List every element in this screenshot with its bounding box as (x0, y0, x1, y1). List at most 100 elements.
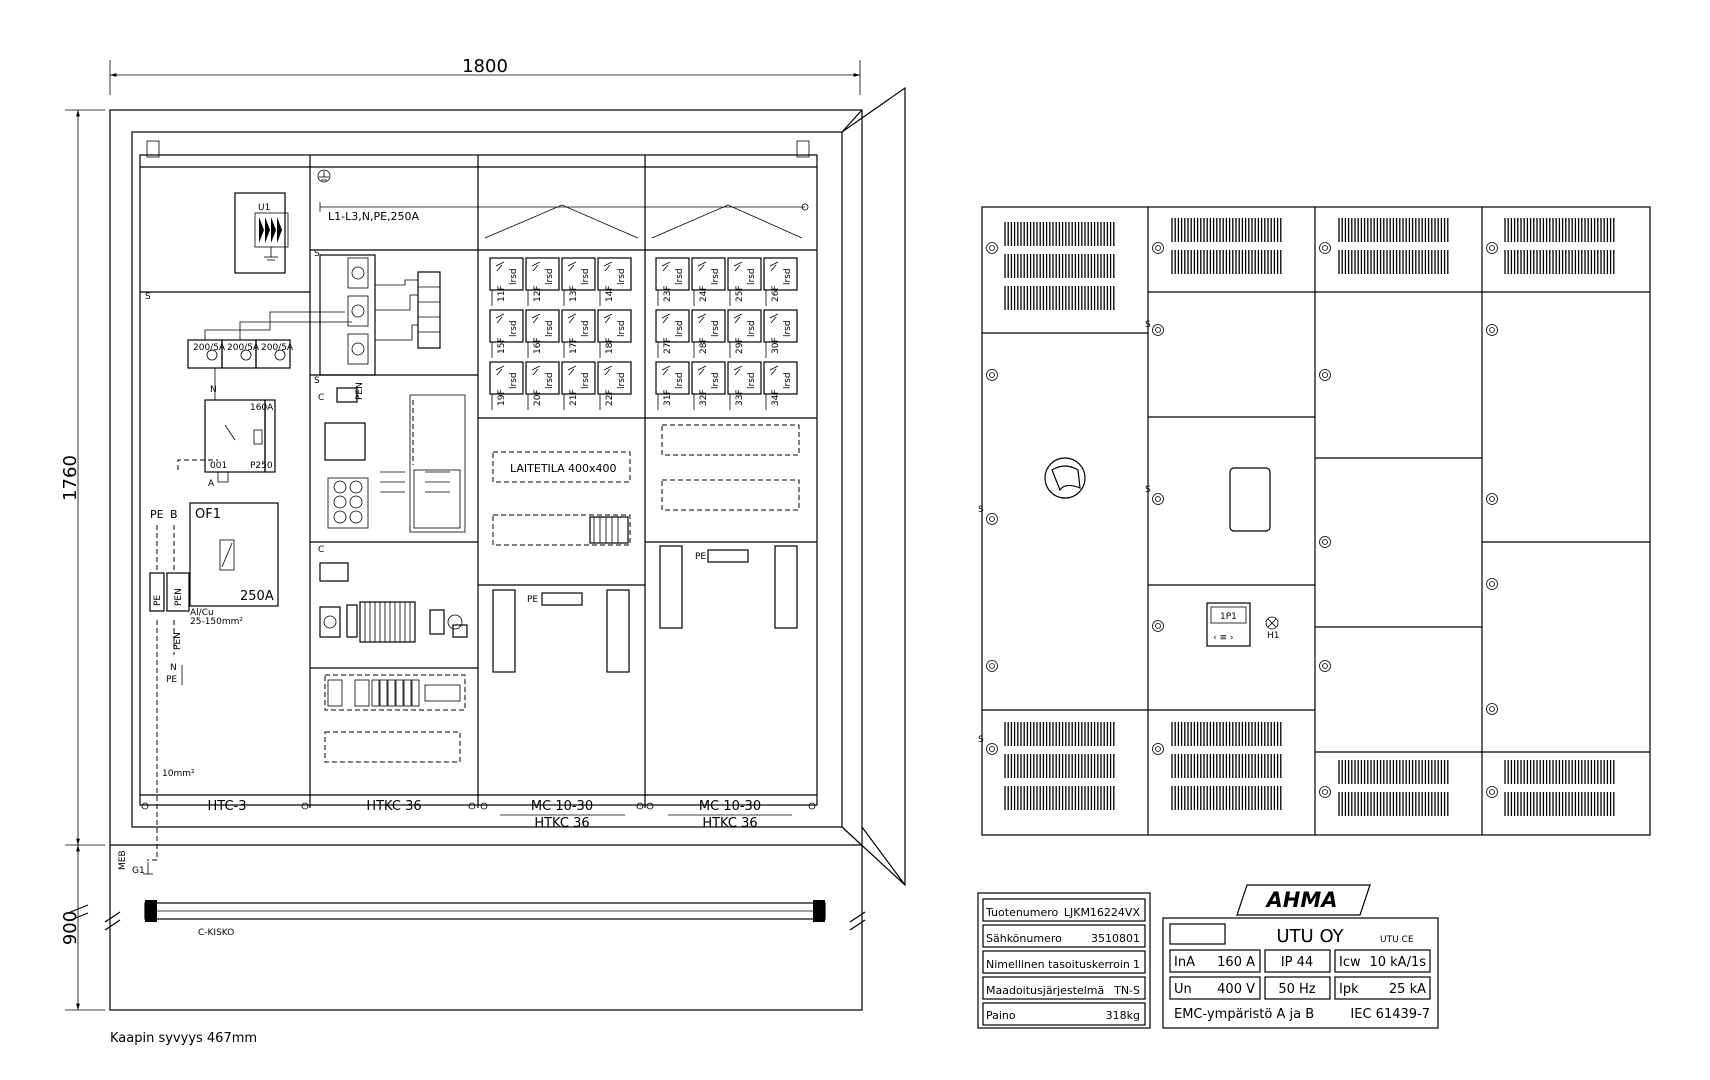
svg-text:B: B (170, 508, 178, 521)
svg-text:200/5A: 200/5A (261, 343, 294, 353)
type-plate: Tuotenumero LJKM16224VX Sähkönumero 3510… (977, 892, 1151, 1029)
fuse-type-label: lrsd (747, 268, 757, 285)
fuse-designation: 27F (663, 337, 673, 354)
meter-1p1: 1P1 ‹ ≡ › H1 (1206, 602, 1280, 647)
fuse-designation: 30F (771, 337, 781, 354)
section-label-3: MC 10-30 (531, 799, 593, 814)
svg-text:PE: PE (153, 595, 163, 606)
svg-text:N: N (210, 385, 217, 395)
icw-label: Icw (1339, 955, 1361, 970)
fuse-designation: 33F (735, 389, 745, 406)
door-lock-icon (1486, 786, 1498, 798)
svg-text:250A: 250A (240, 589, 274, 604)
vent-grill (1504, 760, 1615, 816)
vent-grill (1004, 722, 1115, 810)
door-locks (986, 242, 1498, 798)
fuse-designation: 32F (699, 389, 709, 406)
fuse-designation: 19F (497, 389, 507, 406)
tp-key-4: Paino (986, 1009, 1016, 1022)
door-lock-icon (1152, 242, 1164, 254)
vent-grill (1004, 222, 1115, 310)
vent-grill (1171, 722, 1282, 810)
meb-terminal: MEB G1 (118, 850, 153, 876)
section-labels: HTC-3 HTKC 36 MC 10-30 HTKC 36 MC 10-30 … (141, 799, 816, 831)
brand-badge (1236, 884, 1371, 916)
svg-text:PEN: PEN (355, 382, 365, 400)
fuse-type-label: lrsd (509, 320, 519, 337)
tp-key-0: Tuotenumero (985, 906, 1059, 919)
fuse-designation: 12F (533, 285, 543, 302)
svg-text:160A: 160A (250, 403, 274, 413)
svg-text:S: S (314, 249, 320, 259)
vent-grill (1171, 218, 1282, 274)
emc-environment: EMC-ympäristö A ja B (1174, 1007, 1314, 1022)
column2-middle-equipment: C PEN (318, 382, 466, 533)
fuse-type-label: lrsd (509, 268, 519, 285)
ventilation-grills (1004, 218, 1615, 816)
fuse-type-label: lrsd (783, 268, 793, 285)
fuse-designation: 23F (663, 285, 673, 302)
vent-grill (1504, 218, 1615, 274)
fuse-type-label: lrsd (783, 372, 793, 389)
fuse-designation: 15F (497, 337, 507, 354)
svg-text:MEB: MEB (118, 850, 128, 870)
fuse-type-label: lrsd (711, 268, 721, 285)
svg-text:PEN: PEN (174, 588, 184, 606)
door-lock-icon (1486, 578, 1498, 590)
door-lock-icon (1319, 536, 1331, 548)
vent-grill (1338, 218, 1449, 274)
svg-text:200/5A: 200/5A (227, 343, 260, 353)
tp-key-1: Sähkönumero (986, 932, 1062, 945)
cabinet-depth-note: Kaapin syvyys 467mm (110, 1031, 257, 1046)
door-lock-icon (1319, 660, 1331, 672)
svg-text:G1: G1 (132, 866, 145, 876)
svg-text:001: 001 (210, 461, 227, 471)
ipk-label: Ipk (1339, 982, 1359, 997)
fuse-designation: 21F (569, 389, 579, 406)
fuse-grid-column3: lrsd11Flrsd12Flrsd13Flrsd14Flrsd15Flrsd1… (489, 257, 632, 410)
door-lock-icon (986, 369, 998, 381)
svg-text:S: S (1145, 320, 1151, 330)
front-outline (981, 206, 1651, 836)
fuse-type-label: lrsd (711, 320, 721, 337)
height-lower-value: 900 (60, 911, 81, 945)
dimension-width: 1800 (109, 56, 861, 95)
svg-text:C: C (318, 393, 324, 403)
svg-text:25-150mm²: 25-150mm² (190, 617, 243, 627)
tp-key-3: Maadoitusjärjestelmä (986, 984, 1104, 997)
fuse-designation: 24F (699, 285, 709, 302)
svg-text:PEN: PEN (173, 632, 183, 650)
ina-label: InA (1174, 955, 1195, 970)
svg-text:PE: PE (150, 508, 164, 521)
column2-mcb-row (324, 674, 466, 763)
door-lock-icon (1319, 242, 1331, 254)
current-transformers: 200/5A 200/5A 200/5A (187, 311, 352, 400)
fuse-type-label: lrsd (783, 320, 793, 337)
column2-lower-equipment: C (318, 545, 468, 643)
door-lock-icon (1152, 324, 1164, 336)
fuse-designation: 22F (605, 389, 615, 406)
main-switch-q01: N 160A 001 P250 A (204, 385, 276, 489)
tp-key-2: Nimellinen tasoituskerroin (986, 958, 1130, 971)
fuse-type-label: lrsd (617, 320, 627, 337)
fuse-designation: 14F (605, 285, 615, 302)
svg-text:Al/Cu: Al/Cu (190, 608, 214, 618)
fuse-type-label: lrsd (581, 320, 591, 337)
fuse-designation: 18F (605, 337, 615, 354)
svg-text:S: S (978, 735, 984, 745)
